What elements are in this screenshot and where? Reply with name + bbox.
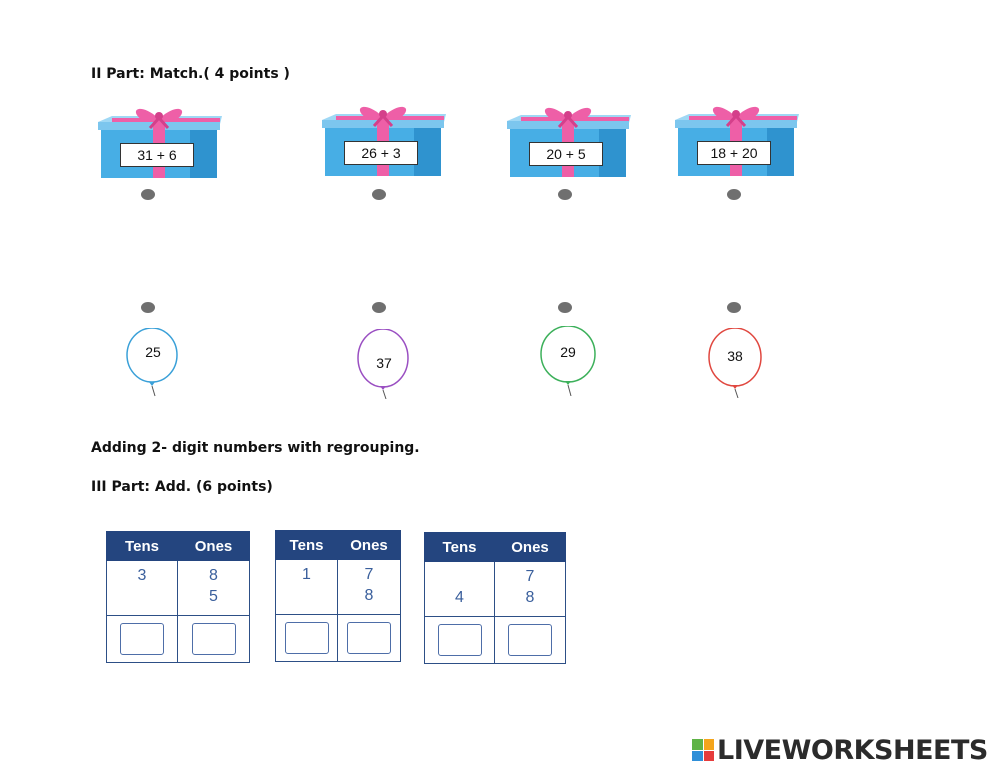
tens-digits: 1 (275, 559, 338, 615)
match-dot-balloon-1[interactable] (141, 302, 155, 313)
ones-answer-input-2[interactable] (347, 622, 391, 654)
match-dot-gift-4[interactable] (727, 189, 741, 200)
ones-digit: 8 (525, 589, 535, 606)
tens-header: Tens (275, 530, 338, 560)
tens-header: Tens (106, 531, 178, 561)
ones-header: Ones (177, 531, 250, 561)
balloon-3: 29 (540, 326, 600, 396)
match-dot-balloon-3[interactable] (558, 302, 572, 313)
tens-header: Tens (424, 532, 495, 562)
ones-digit: 8 (209, 567, 218, 584)
match-dot-balloon-2[interactable] (372, 302, 386, 313)
ones-header: Ones (337, 530, 401, 560)
balloon-number: 38 (727, 348, 743, 364)
ones-digit: 8 (364, 587, 374, 604)
gift-label: 26 + 3 (344, 141, 418, 165)
part3-heading: III Part: Add. (6 points) (91, 479, 273, 495)
place-value-table-1: Tens Ones 3 8 5 (106, 531, 250, 663)
tens-answer-input-1[interactable] (120, 623, 164, 655)
ones-digits: 8 5 (177, 560, 250, 616)
balloon-number: 29 (560, 344, 576, 360)
tens-answer-input-3[interactable] (437, 624, 482, 656)
tens-digit (107, 586, 177, 607)
balloon-number: 37 (376, 355, 392, 371)
tens-digit: 4 (455, 589, 464, 606)
part2-heading: II Part: Match.( 4 points ) (91, 66, 290, 82)
gift-box-icon (675, 106, 799, 176)
balloon-icon (708, 328, 762, 398)
gift-label: 18 + 20 (697, 141, 771, 165)
match-dot-gift-1[interactable] (141, 189, 155, 200)
tens-answer-cell (275, 614, 338, 662)
ones-answer-cell (494, 616, 566, 664)
balloon-icon (357, 329, 409, 399)
match-dot-balloon-4[interactable] (727, 302, 741, 313)
liveworksheets-logo: LIVEWORKSHEETS (692, 734, 988, 766)
tens-answer-cell (424, 616, 495, 664)
brand-name: LIVEWORKSHEETS (717, 734, 988, 766)
tens-digits: 4 (424, 561, 495, 617)
tens-digit: 3 (137, 567, 147, 584)
gift-box-1: 31 + 6 (98, 104, 223, 184)
logo-square (692, 750, 703, 761)
gift-box-4: 18 + 20 (675, 102, 800, 182)
ones-answer-input-1[interactable] (191, 623, 236, 655)
balloon-1: 25 (125, 328, 185, 398)
balloon-number: 25 (145, 344, 161, 360)
tens-digit: 1 (302, 566, 311, 583)
tens-answer-cell (106, 615, 178, 663)
logo-square (692, 739, 703, 750)
match-dot-gift-2[interactable] (372, 189, 386, 200)
place-value-table-3: Tens Ones 4 7 8 (424, 532, 566, 664)
logo-mark-icon (692, 739, 714, 761)
ones-digits: 7 8 (337, 559, 401, 615)
match-dot-gift-3[interactable] (558, 189, 572, 200)
gift-label: 20 + 5 (529, 142, 603, 166)
logo-square (703, 750, 714, 761)
gift-label: 31 + 6 (120, 143, 194, 167)
balloon-2: 37 (356, 329, 416, 399)
ones-header: Ones (494, 532, 566, 562)
tens-answer-input-2[interactable] (284, 622, 329, 654)
section-title: Adding 2- digit numbers with regrouping. (91, 440, 420, 456)
place-value-table-2: Tens Ones 1 7 8 (275, 530, 401, 662)
ones-answer-cell (337, 614, 401, 662)
gift-box-2: 26 + 3 (322, 102, 447, 182)
balloon-icon (540, 326, 596, 396)
ones-digit: 7 (525, 568, 535, 585)
balloon-icon (126, 328, 178, 397)
ones-digit: 7 (364, 566, 374, 583)
ones-digit: 5 (209, 588, 218, 605)
ones-answer-cell (177, 615, 250, 663)
tens-digit (425, 566, 494, 587)
tens-digit (276, 585, 337, 606)
logo-square (703, 739, 714, 750)
tens-digits: 3 (106, 560, 178, 616)
ones-digits: 7 8 (494, 561, 566, 617)
balloon-4: 38 (707, 328, 767, 398)
ones-answer-input-3[interactable] (508, 624, 552, 656)
gift-box-3: 20 + 5 (507, 103, 632, 183)
